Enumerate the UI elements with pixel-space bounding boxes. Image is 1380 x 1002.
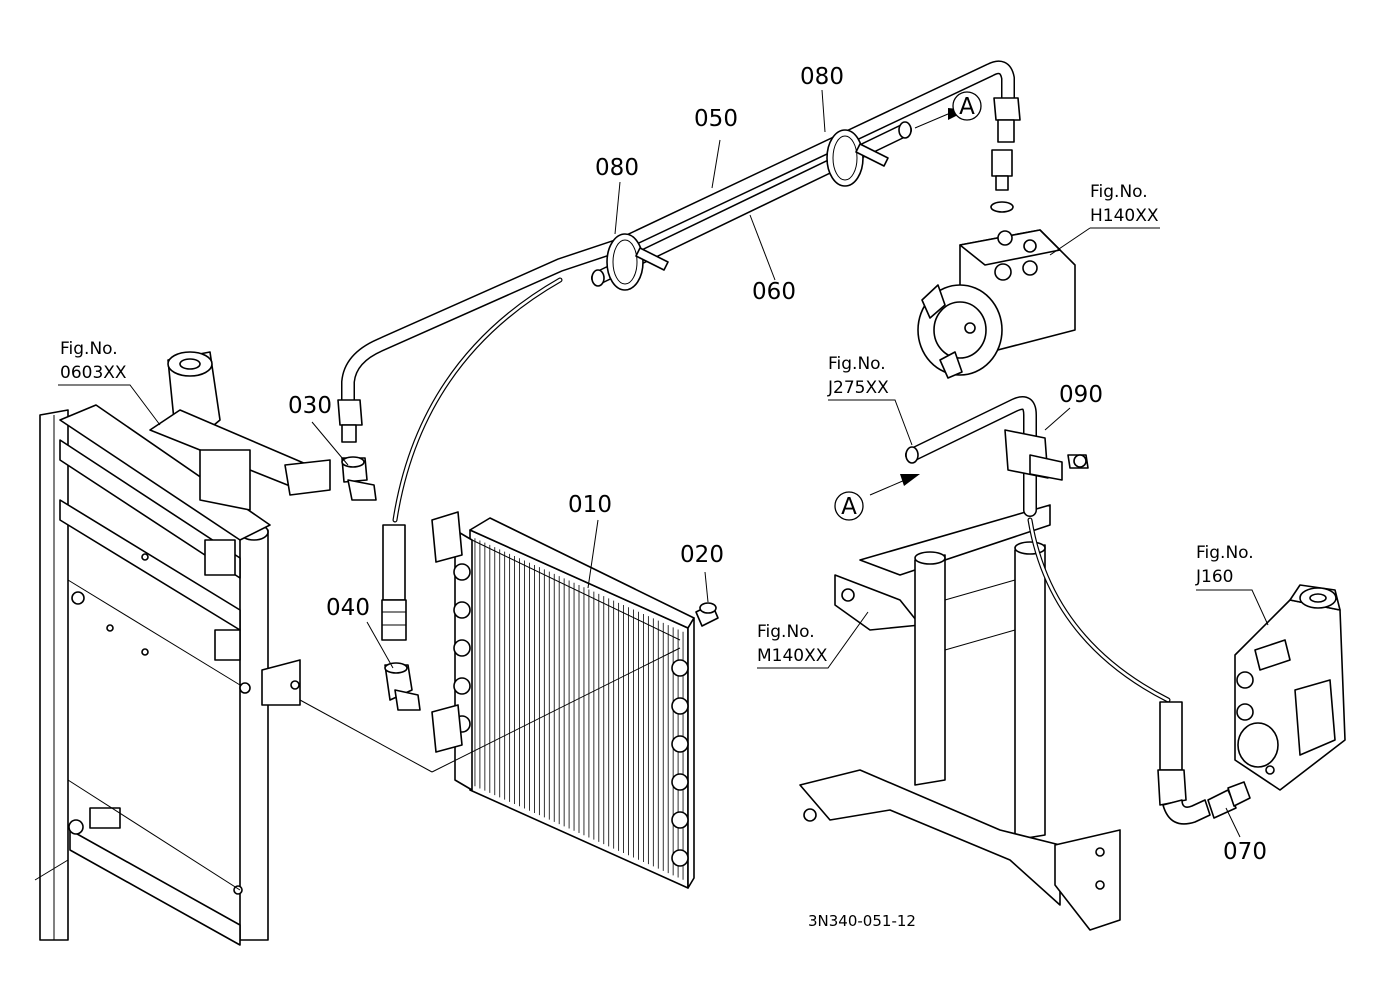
- pipe-nut-left: [337, 399, 363, 443]
- fig-ref-J275XX-code: J275XX: [827, 378, 889, 398]
- front-frame: [34, 351, 331, 946]
- hose-left: [381, 277, 563, 641]
- elbow-fitting-040: [384, 662, 421, 711]
- stand-frame: [799, 504, 1121, 931]
- leader-lines: [58, 89, 1269, 838]
- cooler-left-header: [431, 511, 473, 791]
- adaptor-070: [1207, 781, 1251, 819]
- fig-ref-J275XX: Fig.No. J275XX: [827, 354, 889, 398]
- bracket-090: [1004, 429, 1089, 481]
- fig-ref-H140XX-title: Fig.No.: [1090, 182, 1148, 202]
- pump-adapter-fitting: [990, 149, 1014, 213]
- label-080-right: 080: [800, 64, 844, 90]
- connection-label-bottom: A: [841, 494, 857, 520]
- connection-arrow-bottom: A: [834, 474, 920, 521]
- label-010: 010: [568, 492, 612, 518]
- fig-ref-M140XX: Fig.No. M140XX: [757, 622, 828, 666]
- elbow-fitting-030: [341, 456, 377, 501]
- fig-ref-0603XX-title: Fig.No.: [60, 339, 118, 359]
- fig-ref-M140XX-title: Fig.No.: [757, 622, 815, 642]
- plug-020: [695, 602, 719, 627]
- connection-arrow-top: A: [914, 91, 982, 129]
- clamp-080-right: [826, 129, 889, 187]
- connection-marker-top: [952, 91, 982, 121]
- cooler-fins: [474, 538, 684, 880]
- connection-label-top: A: [959, 94, 975, 120]
- fig-ref-J275XX-title: Fig.No.: [828, 354, 886, 374]
- oil-cooler-010: [431, 511, 695, 889]
- fig-ref-M140XX-code: M140XX: [757, 646, 828, 666]
- fig-ref-0603XX: Fig.No. 0603XX: [60, 339, 127, 383]
- diagram-code: 3N340-051-12: [808, 912, 916, 930]
- fig-ref-H140XX: Fig.No. H140XX: [1090, 182, 1159, 226]
- control-valve: [1234, 584, 1346, 791]
- clamp-080-left: [606, 233, 669, 291]
- stand-pipe: [905, 396, 1037, 517]
- label-070: 070: [1223, 839, 1267, 865]
- label-050: 050: [694, 106, 738, 132]
- label-090: 090: [1059, 382, 1103, 408]
- label-030: 030: [288, 393, 332, 419]
- label-020: 020: [680, 542, 724, 568]
- label-040: 040: [326, 595, 370, 621]
- fig-ref-H140XX-code: H140XX: [1090, 206, 1159, 226]
- cooler-right-header: [671, 659, 689, 867]
- pipe-050: [341, 60, 1015, 407]
- fig-ref-J160: Fig.No. J160: [1195, 543, 1254, 587]
- fig-ref-0603XX-code: 0603XX: [60, 363, 127, 383]
- pipe-nut-right: [993, 97, 1021, 143]
- fig-ref-J160-title: Fig.No.: [1196, 543, 1254, 563]
- hose-right: [1027, 517, 1211, 825]
- power-steering-unit: [917, 229, 1076, 379]
- connection-marker-bottom: [834, 491, 864, 521]
- label-080-left: 080: [595, 155, 639, 181]
- label-060: 060: [752, 279, 796, 305]
- fig-ref-J160-code: J160: [1195, 567, 1233, 587]
